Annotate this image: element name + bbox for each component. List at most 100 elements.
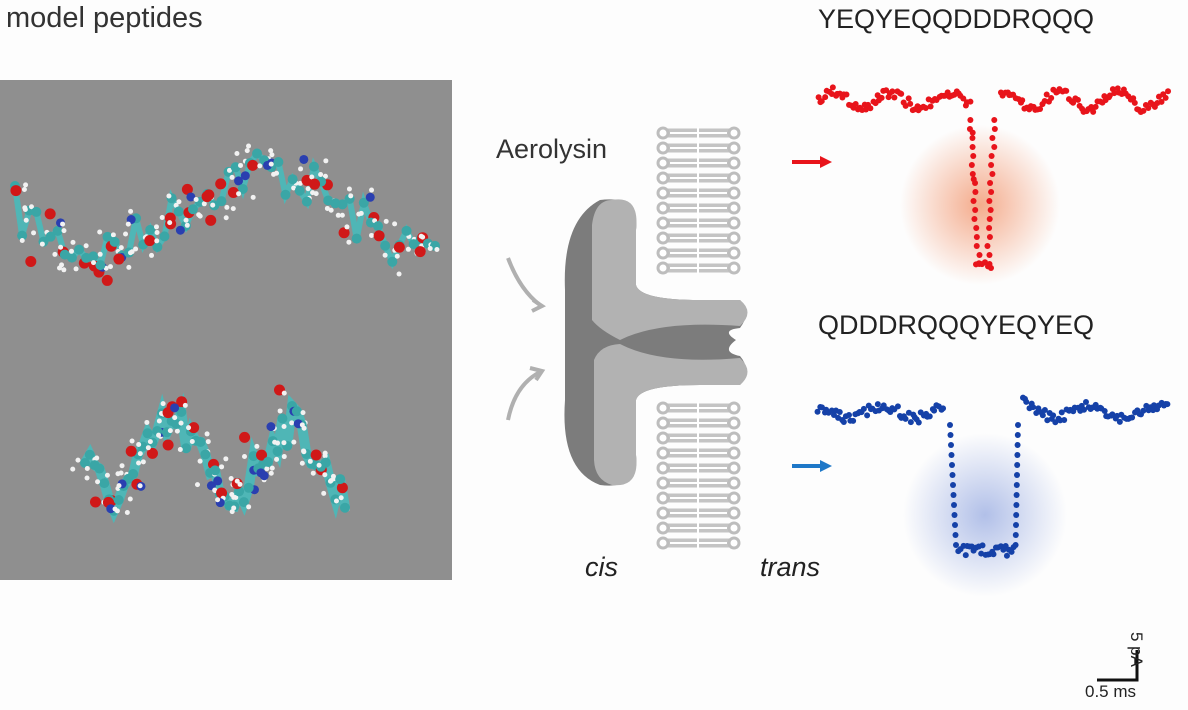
oxygen-atom (373, 230, 385, 242)
carbon-atom (262, 456, 273, 467)
hydrogen-atom (322, 472, 328, 478)
hydrogen-atom (205, 439, 211, 445)
trace-point (976, 252, 983, 258)
trace-point (986, 234, 993, 240)
trace-point (829, 84, 836, 91)
oxygen-atom (215, 178, 227, 190)
hydrogen-atom (299, 460, 305, 466)
hydrogen-atom (346, 186, 352, 192)
hydrogen-atom (301, 449, 307, 455)
lipid-head (727, 491, 741, 505)
carbon-atom (31, 206, 42, 217)
trace-point (902, 415, 909, 422)
lipid-head (727, 521, 741, 535)
trace-point (1101, 408, 1108, 415)
trace-point (940, 405, 947, 412)
hydrogen-atom (178, 420, 184, 426)
hydrogen-atom (23, 217, 29, 223)
hydrogen-atom (234, 151, 240, 157)
trace-point (905, 95, 912, 102)
hydrogen-atom (339, 212, 345, 218)
lipid-bilayer (656, 126, 741, 550)
hydrogen-atom (396, 271, 402, 277)
trace-point (902, 102, 909, 109)
hydrogen-atom (369, 232, 375, 238)
trace-point (1019, 97, 1026, 104)
trace-point (948, 452, 955, 458)
carbon-atom (401, 225, 412, 236)
carbon-atom (272, 446, 283, 457)
hydrogen-atom (69, 248, 75, 254)
hydrogen-atom (119, 463, 125, 469)
carbon-atom (17, 230, 28, 241)
hydrogen-atom (297, 180, 303, 186)
trace-point (840, 418, 847, 425)
nitrogen-atom (266, 422, 276, 432)
trace-point (1130, 95, 1137, 102)
hydrogen-atom (392, 221, 398, 227)
carbon-atom (94, 463, 105, 474)
lipid-head (656, 446, 670, 460)
hydrogen-atom (344, 224, 350, 230)
carbon-atom (380, 240, 391, 251)
panel-title: model peptides (6, 2, 203, 34)
trace-point (991, 144, 998, 150)
hydrogen-atom (204, 431, 210, 437)
lipid-head (727, 416, 741, 430)
trace-point (991, 117, 998, 123)
hydrogen-atom (291, 439, 297, 445)
trace-point (1013, 482, 1020, 488)
trace-point (927, 103, 934, 110)
lipid-head (656, 246, 670, 260)
trace-point (1014, 452, 1021, 458)
nitrogen-atom (170, 403, 180, 413)
lipid-head (656, 126, 670, 140)
aerolysin-pore (564, 199, 748, 486)
lipid-head (727, 431, 741, 445)
hydrogen-atom (244, 148, 250, 154)
oxygen-atom (247, 159, 259, 171)
hydrogen-atom (333, 498, 339, 504)
carbon-atom (308, 161, 319, 172)
oxygen-atom (25, 256, 37, 268)
trace-point (989, 135, 996, 141)
trace-point (915, 419, 922, 426)
hydrogen-atom (154, 230, 160, 236)
trace-point (987, 207, 994, 213)
carbon-atom (210, 465, 220, 476)
lipid-head (727, 401, 741, 415)
trace-point (836, 408, 843, 415)
hydrogen-atom (137, 483, 143, 489)
hydrogen-atom (405, 246, 411, 252)
hydrogen-atom (110, 232, 116, 238)
trace-point (1050, 412, 1057, 419)
trace-point (1039, 412, 1046, 419)
oxygen-atom (256, 449, 268, 461)
trace-point (878, 94, 885, 101)
cis-label: cis (585, 552, 618, 582)
hydrogen-atom (189, 438, 195, 444)
trace-point (931, 407, 938, 414)
hydrogen-atom (31, 230, 37, 236)
carbon-atom (335, 474, 346, 485)
hydrogen-atom (197, 213, 203, 219)
hydrogen-atom (427, 246, 433, 252)
trace-point (1092, 103, 1099, 110)
hydrogen-atom (346, 239, 352, 245)
carbon-atom (351, 233, 362, 244)
trace-point (1013, 522, 1019, 528)
hydrogen-atom (330, 473, 336, 479)
carbon-atom (173, 206, 184, 217)
hydrogen-atom (289, 420, 295, 426)
trace-point (1074, 96, 1081, 103)
carbon-atom (95, 260, 106, 271)
hydrogen-atom (268, 161, 274, 167)
trace-point (1030, 404, 1037, 411)
trace-point (1158, 98, 1165, 105)
carbon-atom (102, 231, 113, 242)
hydrogen-atom (269, 152, 275, 158)
trace-point (969, 144, 976, 150)
hydrogen-atom (224, 204, 230, 210)
hydrogen-atom (301, 425, 307, 431)
trace-point (1082, 399, 1089, 406)
